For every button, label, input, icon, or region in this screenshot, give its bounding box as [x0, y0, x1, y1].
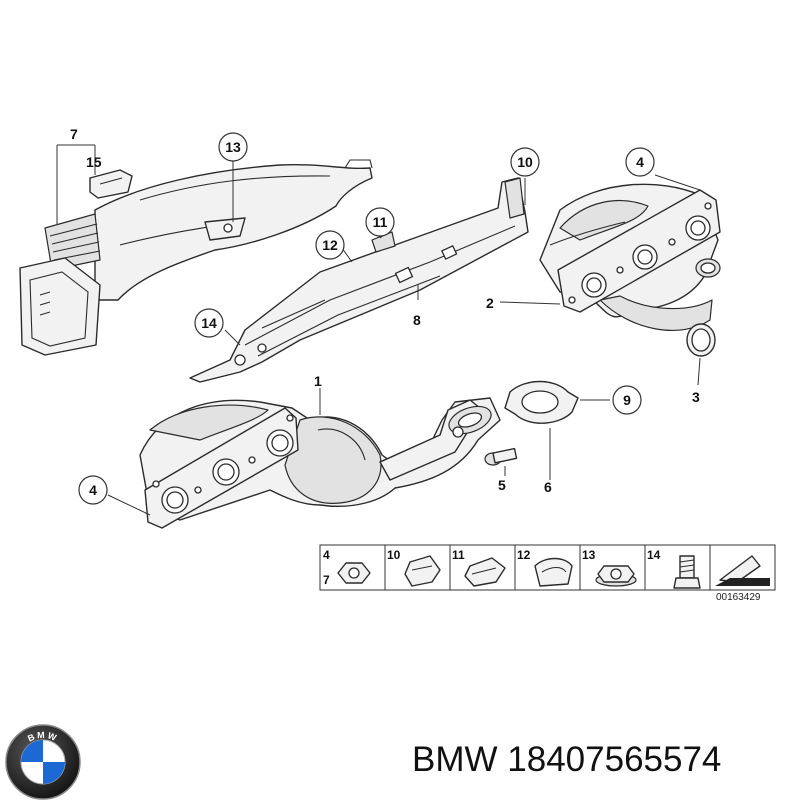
callouts: 7 15 13 10 4 11 12 14 8 2 3 1 9 5 6 4: [70, 126, 700, 505]
logo-lettering: BMW: [26, 730, 58, 744]
table-label-10: 10: [387, 548, 401, 562]
callout-12: 12: [322, 237, 338, 253]
callout-4-bottom: 4: [89, 482, 97, 498]
callout-14: 14: [201, 315, 217, 331]
clip-12-icon: [534, 557, 573, 587]
part-8-air-duct: [19, 159, 373, 356]
hardware-table: 4 7 10 11 12 13 14: [319, 544, 776, 603]
callout-7: 9: [623, 392, 631, 408]
svg-text:BMW: BMW: [26, 730, 60, 744]
callout-1: 1: [314, 373, 322, 389]
callout-9: 8: [413, 312, 421, 328]
bolt-icon: [673, 555, 701, 589]
table-label-14: 14: [647, 548, 661, 562]
callout-15: 15: [86, 154, 102, 170]
part-9-heat-shield: [189, 177, 529, 383]
brand-name: BMW: [412, 740, 498, 779]
reference-code: 00163429: [716, 592, 761, 603]
clip-10-icon: [404, 555, 441, 587]
part-2-exhaust-manifold: [539, 183, 721, 357]
table-label-7: 7: [323, 573, 330, 587]
product-caption: BMW 18407565574: [412, 740, 721, 780]
collar-nut-icon: [595, 565, 637, 587]
callout-6: 6: [544, 479, 552, 495]
clip-11-icon: [464, 557, 506, 587]
table-label-11: 11: [452, 548, 465, 562]
table-label-12: 12: [517, 548, 531, 562]
callout-8: 7: [70, 126, 78, 142]
part-1-manifold-catalyst: [139, 397, 501, 529]
table-label-4: 4: [323, 548, 330, 562]
callout-5: 5: [498, 477, 506, 493]
part-5-bolt: [484, 447, 518, 466]
nut-icon: [337, 562, 371, 584]
arrow-icon: [715, 555, 770, 586]
table-label-13: 13: [582, 548, 596, 562]
part-number: 18407565574: [507, 740, 722, 779]
callout-11: 11: [373, 214, 388, 230]
callout-2: 2: [486, 295, 494, 311]
bmw-logo-icon: BMW: [5, 724, 81, 800]
callout-13: 13: [225, 139, 241, 155]
part-7-gasket: [504, 380, 579, 424]
callout-10: 10: [517, 154, 533, 170]
callout-4-top: 4: [636, 154, 644, 170]
callout-3: 3: [692, 389, 700, 405]
